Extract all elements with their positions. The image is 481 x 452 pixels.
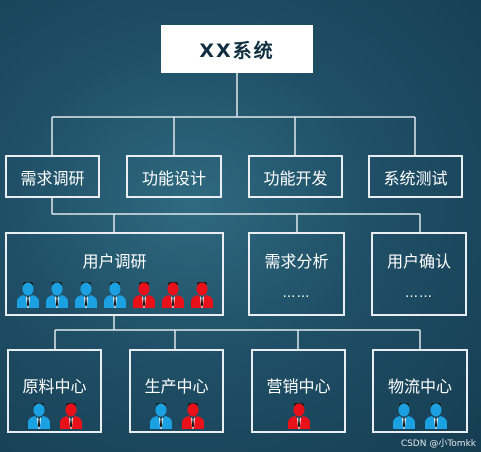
root-label: XX系统 [199,39,275,62]
red-person-icon [59,403,82,429]
node-marketing-center: 营销中心 [251,349,346,433]
people-group [148,401,206,429]
node-user-confirmation: 用户确认 …… [371,232,467,316]
node-logistics-center: 物流中心 [372,349,468,433]
node-label: 需求分析 [264,252,329,271]
node-requirements-analysis: 需求分析 …… [248,232,345,316]
blue-person-icon [16,282,39,308]
people-group [26,401,84,429]
node-label: 需求调研 [20,168,85,188]
red-person-icon [190,282,213,308]
ellipsis-note: …… [405,286,433,301]
blue-person-icon [74,282,97,308]
node-production-center: 生产中心 [129,349,224,433]
ellipsis-note: …… [282,286,311,301]
root-node: XX系统 [161,25,313,73]
node-system-testing: 系统测试 [368,155,463,198]
red-person-icon [181,403,204,429]
red-person-icon [132,282,155,308]
people-group [15,280,215,308]
red-person-icon [287,403,310,429]
node-label: 用户调研 [82,252,147,271]
node-label: 功能开发 [263,168,328,188]
blue-person-icon [393,403,415,429]
node-function-design: 功能设计 [126,155,222,198]
node-label: 营销中心 [266,377,331,396]
red-person-icon [161,282,184,308]
node-label: 生产中心 [144,377,209,396]
node-function-development: 功能开发 [248,155,343,198]
blue-person-icon [149,403,172,429]
people-group [286,401,312,429]
node-label: 系统测试 [383,168,448,188]
blue-person-icon [27,403,50,429]
node-raw-material-center: 原料中心 [7,349,102,433]
blue-person-icon [103,282,126,308]
people-group [391,401,449,429]
node-label: 功能设计 [141,168,206,188]
watermark: CSDN @小Tomkk [400,439,476,449]
node-label: 原料中心 [22,377,87,396]
node-user-research: 用户调研 [5,232,224,316]
node-requirements-research: 需求调研 [5,155,100,198]
blue-person-icon [425,403,447,429]
node-label: 用户确认 [386,252,451,271]
blue-person-icon [45,282,68,308]
node-label: 物流中心 [387,377,452,396]
